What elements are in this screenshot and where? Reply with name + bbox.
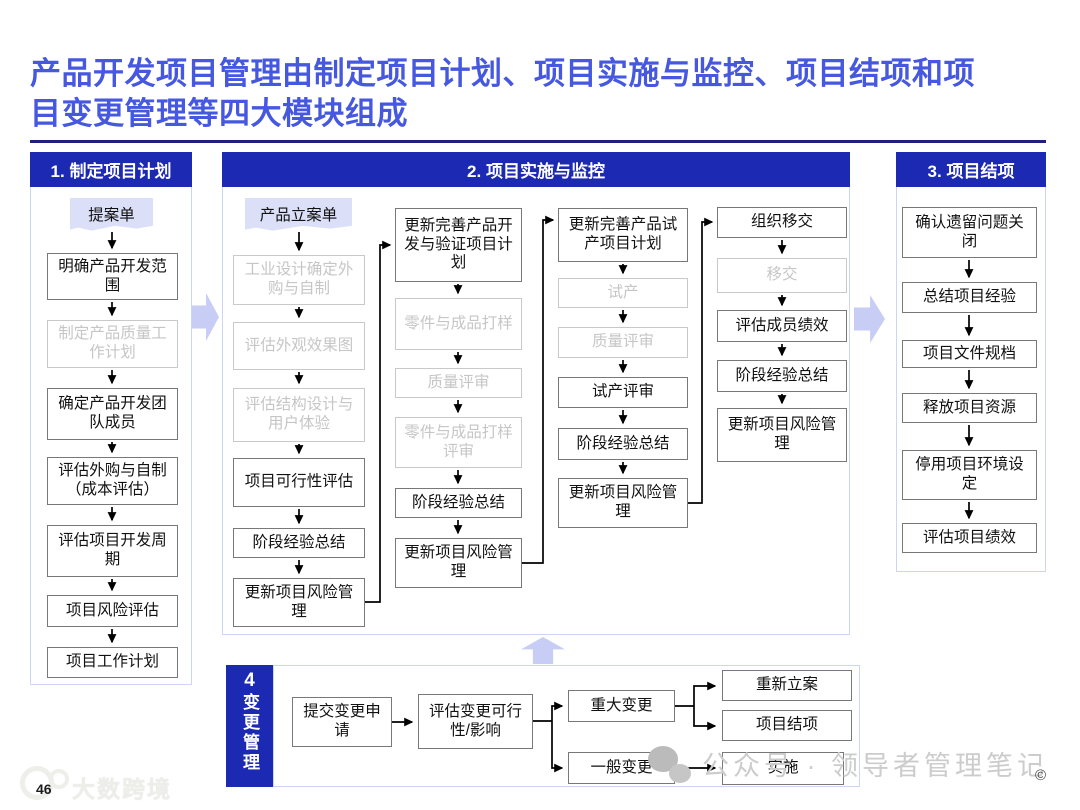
monitor-col2-step-4: 零件与成品打样评审 (395, 417, 522, 468)
monitor-document: 产品立案单 (245, 198, 352, 231)
brand-logo-icon (20, 766, 69, 800)
monitor-col2-step-5: 阶段经验总结 (395, 488, 522, 518)
monitor-col1-step-3: 评估结构设计与用户体验 (233, 388, 365, 442)
plan-step-7: 项目工作计划 (47, 647, 178, 678)
closing-step-2: 总结项目经验 (902, 282, 1037, 313)
section-change-number: 4 (244, 670, 255, 691)
page-title: 产品开发项目管理由制定项目计划、项目实施与监控、项目结项和项 目变更管理等四大模… (30, 54, 1054, 133)
monitor-col4-step-4: 阶段经验总结 (717, 360, 847, 392)
plan-step-6: 项目风险评估 (47, 595, 178, 627)
section-change-title: 变更管理 (240, 693, 259, 773)
monitor-col2-step-3: 质量评审 (395, 368, 522, 398)
monitor-col2-step-1: 更新完善产品开发与验证项目计划 (395, 208, 522, 282)
monitor-col1-step-5: 阶段经验总结 (233, 528, 365, 558)
page-title-line2: 目变更管理等四大模块组成 (30, 95, 408, 131)
section-plan-header: 1. 制定项目计划 (30, 152, 192, 187)
monitor-col2-step-2: 零件与成品打样 (395, 298, 522, 350)
monitor-col3-step-4: 试产评审 (558, 377, 688, 408)
wechat-icon (648, 746, 694, 790)
page-title-line1: 产品开发项目管理由制定项目计划、项目实施与监控、项目结项和项 (30, 56, 975, 91)
plan-step-2: 制定产品质量工作计划 (47, 320, 178, 368)
closing-step-3: 项目文件规档 (902, 340, 1037, 368)
section-closing-header: 3. 项目结项 (896, 152, 1046, 187)
monitor-col4-step-2: 移交 (717, 258, 847, 293)
monitor-col4-step-3: 评估成员绩效 (717, 310, 847, 342)
monitor-col3-step-6: 更新项目风险管理 (558, 478, 688, 528)
monitor-col3-step-2: 试产 (558, 278, 688, 308)
monitor-col3-step-1: 更新完善产品试产项目计划 (558, 208, 688, 262)
monitor-col1-step-1: 工业设计确定外购与自制 (233, 255, 365, 305)
change-closeout-box: 项目结项 (722, 710, 852, 741)
section-monitor-header: 2. 项目实施与监控 (222, 152, 850, 187)
flow-arrow-right-icon (854, 295, 885, 343)
change-submit-box: 提交变更申请 (292, 697, 392, 747)
monitor-col1-step-2: 评估外观效果图 (233, 322, 365, 370)
change-implement-box: 实施 (722, 752, 844, 785)
copyright-mark: © (1035, 767, 1047, 784)
monitor-col1-step-4: 项目可行性评估 (233, 458, 365, 507)
flow-arrow-right-icon (192, 293, 219, 341)
monitor-col1-step-6: 更新项目风险管理 (233, 578, 365, 627)
closing-step-5: 停用项目环境设定 (902, 450, 1037, 500)
flow-arrow-up-icon (521, 637, 565, 664)
change-major-box: 重大变更 (568, 690, 675, 722)
page-number: 46 (36, 781, 52, 797)
monitor-col4-step-1: 组织移交 (717, 207, 847, 238)
monitor-col3-step-3: 质量评审 (558, 327, 688, 358)
title-divider (30, 140, 1046, 143)
monitor-col2-step-6: 更新项目风险管理 (395, 538, 522, 588)
monitor-col4-step-5: 更新项目风险管理 (717, 408, 847, 462)
plan-step-1: 明确产品开发范围 (47, 253, 178, 300)
closing-step-4: 释放项目资源 (902, 393, 1037, 423)
plan-step-3: 确定产品开发团队成员 (47, 388, 178, 440)
change-refile-box: 重新立案 (722, 670, 852, 701)
brand-watermark: 大数跨境 (72, 776, 172, 802)
change-evaluate-box: 评估变更可行性/影响 (418, 694, 533, 749)
closing-step-1: 确认遗留问题关闭 (902, 207, 1037, 258)
plan-step-4: 评估外购与自制（成本评估） (47, 457, 178, 505)
monitor-col3-step-5: 阶段经验总结 (558, 428, 688, 460)
plan-document: 提案单 (70, 198, 153, 231)
plan-step-5: 评估项目开发周期 (47, 525, 178, 577)
closing-step-6: 评估项目绩效 (902, 523, 1037, 553)
section-change-header: 4 变更管理 (226, 665, 273, 787)
account-watermark: 公众号 · 领导者管理笔记 (702, 751, 1048, 781)
